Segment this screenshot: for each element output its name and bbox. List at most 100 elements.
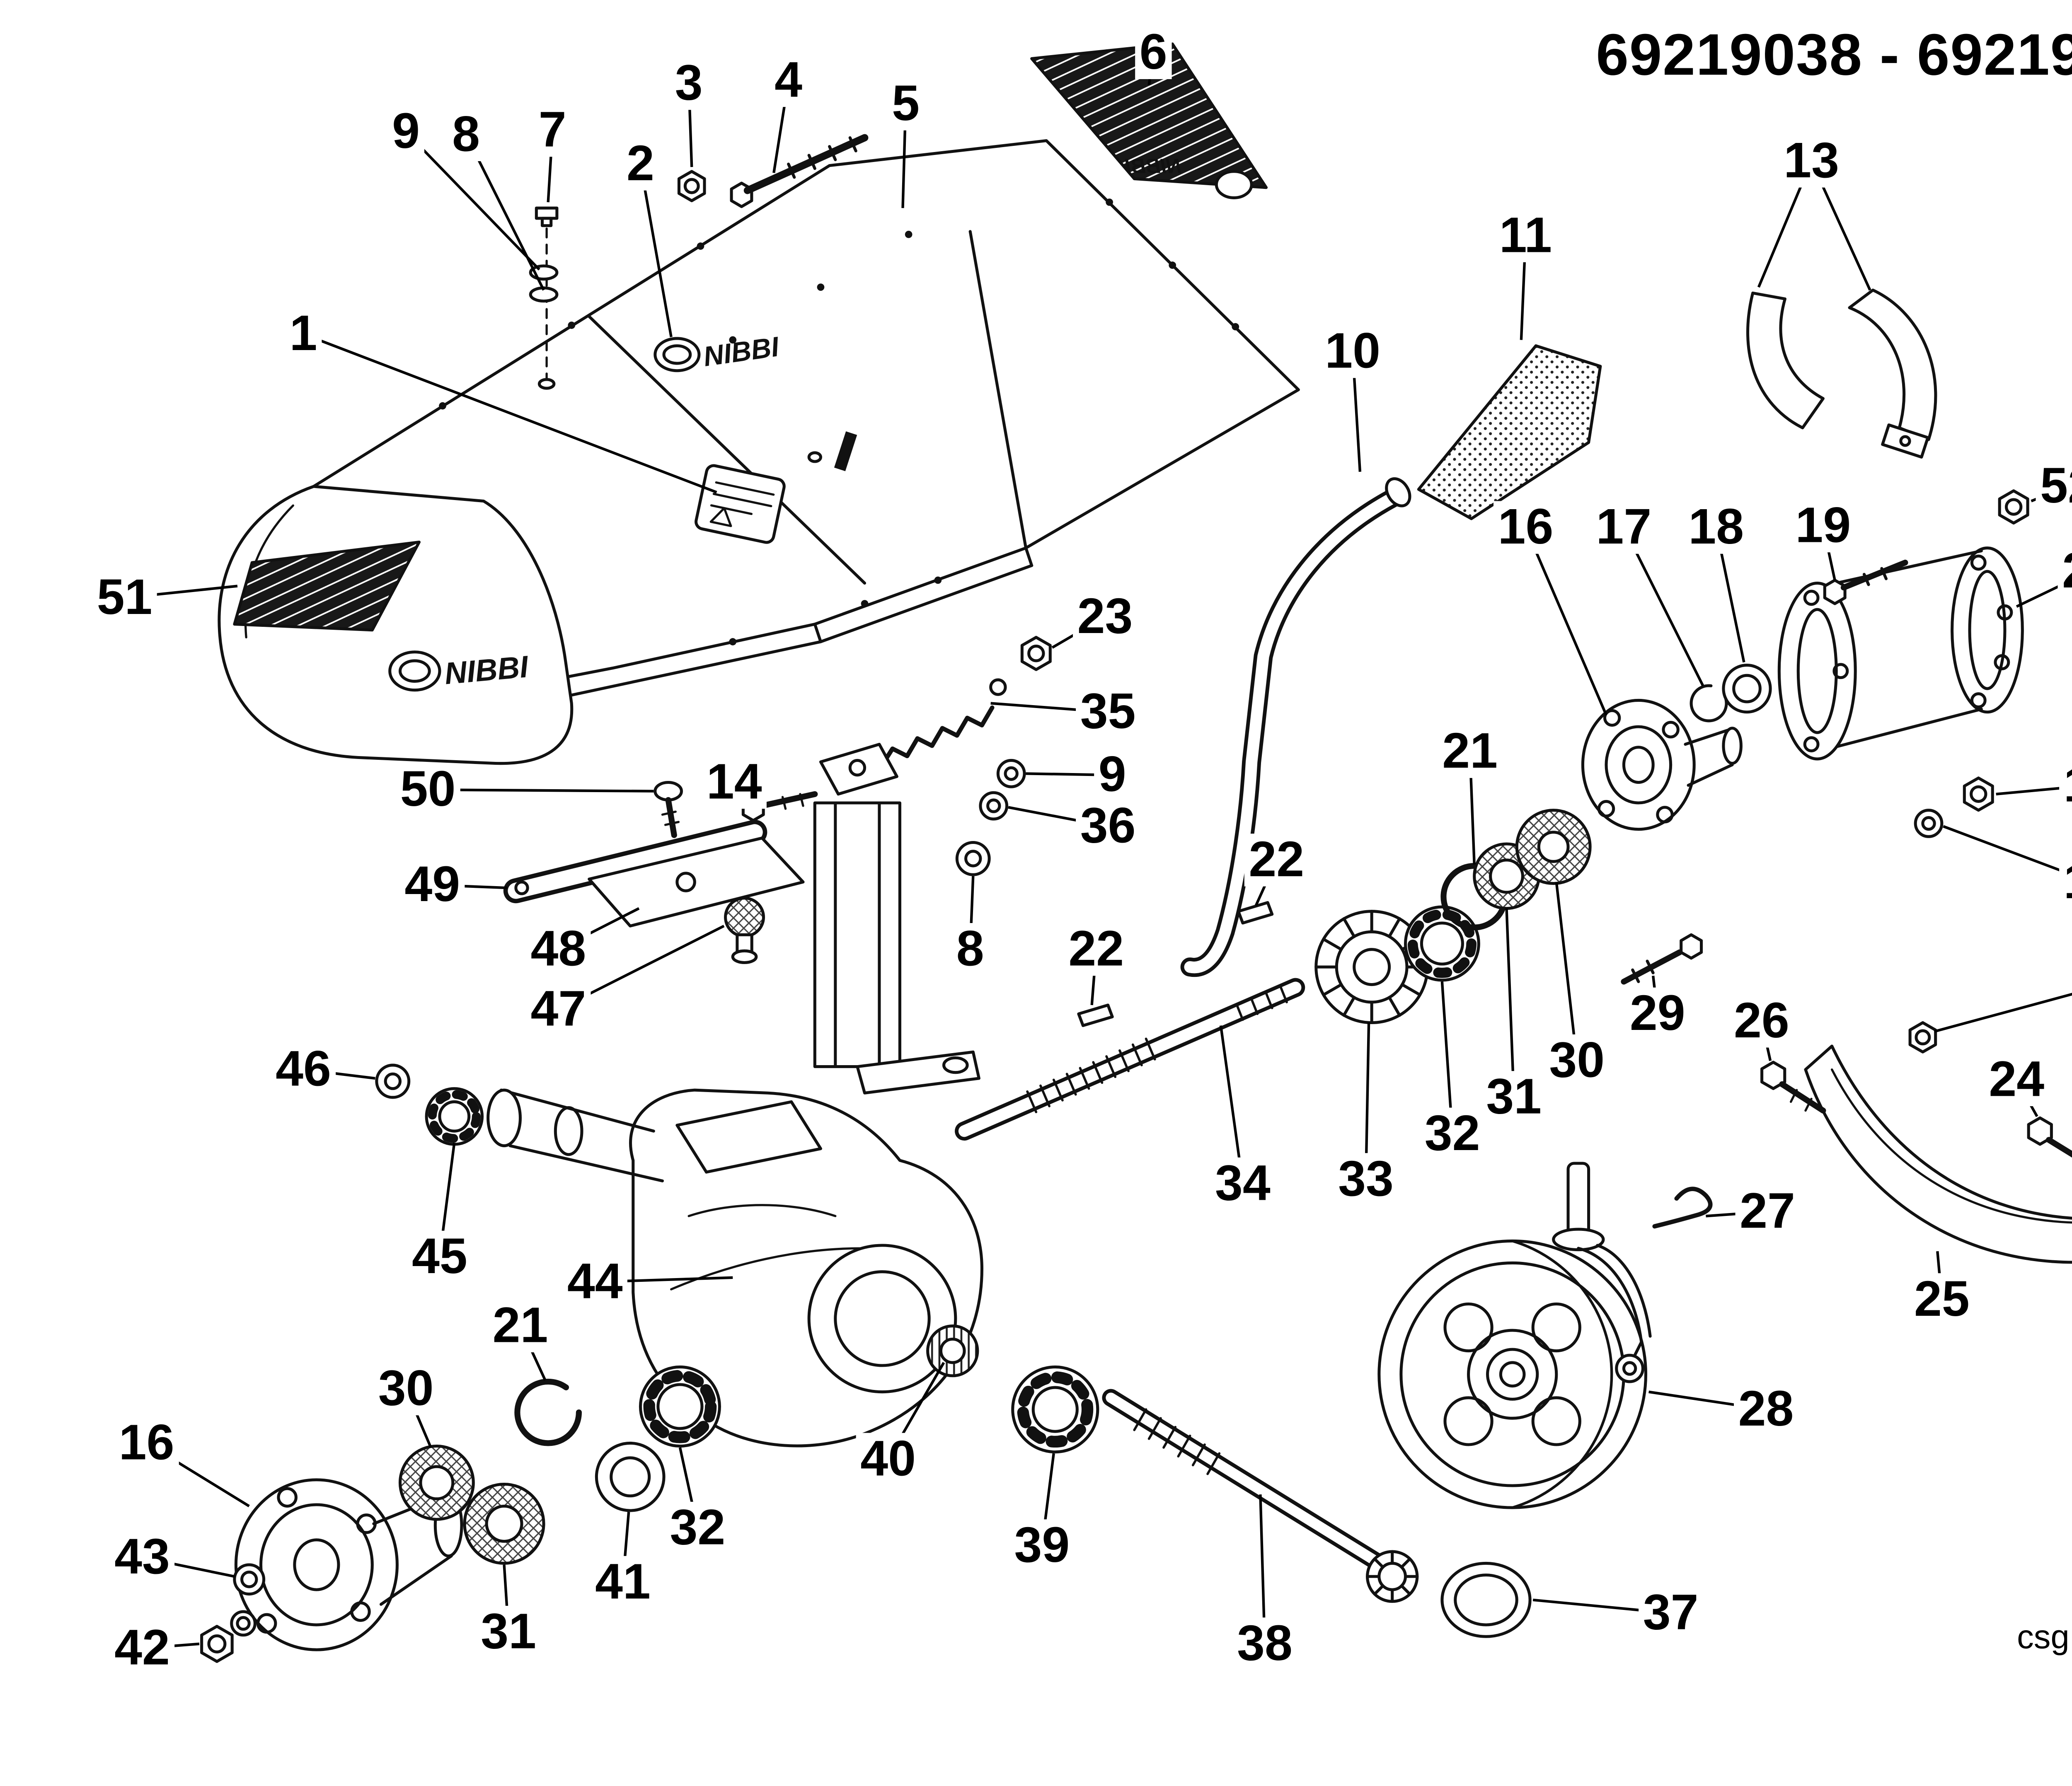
leader-line-52 [2031,485,2069,503]
spring-and-washers-illustration [880,636,1052,876]
leader-line-13 [1757,160,1813,288]
bearing-39 [1011,1365,1099,1454]
screw-50 [654,781,683,838]
leader-line-16 [145,1442,250,1508]
bearing-32-upper [1404,905,1480,982]
input-shaft-illustration [1011,1365,1532,1638]
nut-15 [1963,776,1994,812]
hood-decal-6: NIBBI [1030,42,1268,199]
leader-line-49 [432,883,507,889]
leader-line-23 [1934,993,2072,1033]
leader-line-34 [1219,1025,1244,1184]
washer-36 [979,791,1009,821]
spacer-8b [955,841,991,876]
leader-line-8 [465,134,545,291]
main-shaft-illustration [955,901,1305,1141]
leader-line-2 [639,164,673,337]
shaft-splines [1026,986,1288,1114]
washer-43 [233,1563,266,1596]
leader-line-9 [1026,772,1113,776]
leader-line-23 [1051,616,1106,649]
leader-line-17 [1622,527,1704,686]
bolt-4 [730,134,869,208]
left-hub-assembly-illustration [200,1365,721,1663]
leader-line-8 [968,876,975,950]
rivet-dots [439,198,1239,645]
spacer-30-upper [1515,809,1592,885]
bevel-gear-cluster-illustration [1314,809,1592,1025]
leader-line-15 [1996,785,2072,795]
bracket-13-illustration [1746,288,1937,459]
brand-text-cap: NIBBI [443,649,530,691]
guard-blade-illustration [1760,1021,2072,1264]
leader-line-48 [557,907,640,951]
bearing-32-lower [639,1365,721,1448]
leader-line-11 [1520,236,1527,340]
footer-code: csg 10/98 [2017,1617,2072,1656]
leader-line-31 [503,1564,510,1632]
spring-35 [880,705,995,767]
leader-line-7 [547,130,554,203]
key-22-left [1077,1003,1114,1027]
hub-flange-16-right [1581,698,1743,831]
leader-line-21 [519,1325,547,1381]
leader-line-46 [303,1068,375,1080]
splined-bush-40 [926,1324,979,1378]
leader-line-25 [1936,1251,1944,1300]
bevel-pinion-38 [1366,1550,1419,1603]
leader-line-36 [1008,806,1109,828]
tube-20 [1777,546,2024,761]
leader-line-45 [438,1143,456,1257]
leader-line-41 [621,1512,630,1583]
leader-line-32 [678,1447,699,1529]
page-title: 69219038 - 69219037 [1596,23,2072,88]
leader-line-14 [1943,825,2072,876]
hood-slot [834,431,857,471]
seal-30-lower [398,1444,475,1521]
leader-line-26 [1760,1021,1772,1061]
r-clip-27 [1652,1187,1713,1229]
leader-line-10 [1351,351,1362,472]
bearing-45 [425,1087,484,1146]
leader-line-13 [1810,160,1871,291]
leader-line-39 [1041,1453,1055,1546]
bearing-18 [1722,664,1772,714]
handle-lever-illustration [1180,344,1602,977]
leader-line-19 [1822,525,1836,581]
leader-line-42 [142,1642,200,1650]
leader-line-43 [142,1556,235,1578]
leader-line-50 [428,788,654,793]
wheel-illustration [1377,1162,1713,1509]
leader-line-35 [990,702,1108,713]
stand-bracket-illustration [503,743,980,1095]
stand-column [813,743,980,1095]
bolt-26 [1760,1061,1826,1114]
leader-line-37 [1532,1598,1671,1614]
leader-line-3 [687,83,693,167]
leader-line-22 [1090,949,1098,1005]
leader-line-33 [1364,1022,1370,1179]
support-bar-49 [503,819,767,904]
leader-line-21 [1468,752,1476,865]
leader-line-38 [1259,1494,1266,1644]
right-hub-assembly-illustration [1581,489,2029,985]
nut-3 [677,170,706,203]
hood-illustration: NIBBI NIBBI [218,42,1300,765]
leader-line-16 [1524,527,1607,716]
leader-line-14 [733,781,753,800]
seal-31-lower [463,1482,545,1565]
snap-ring-21-lower [514,1378,582,1446]
bolt-19 [1823,559,1908,605]
leader-line-22 [1254,859,1278,906]
nut-52 [1998,489,2029,525]
seal-ring-46 [375,1063,411,1099]
leader-line-4 [772,80,790,173]
bolt-14-left [741,791,818,822]
hood-stripe-decal [233,540,421,632]
cap-37 [1440,1561,1532,1638]
washer-9b [996,759,1026,788]
washer-41 [595,1441,666,1512]
warning-sticker [695,464,786,544]
